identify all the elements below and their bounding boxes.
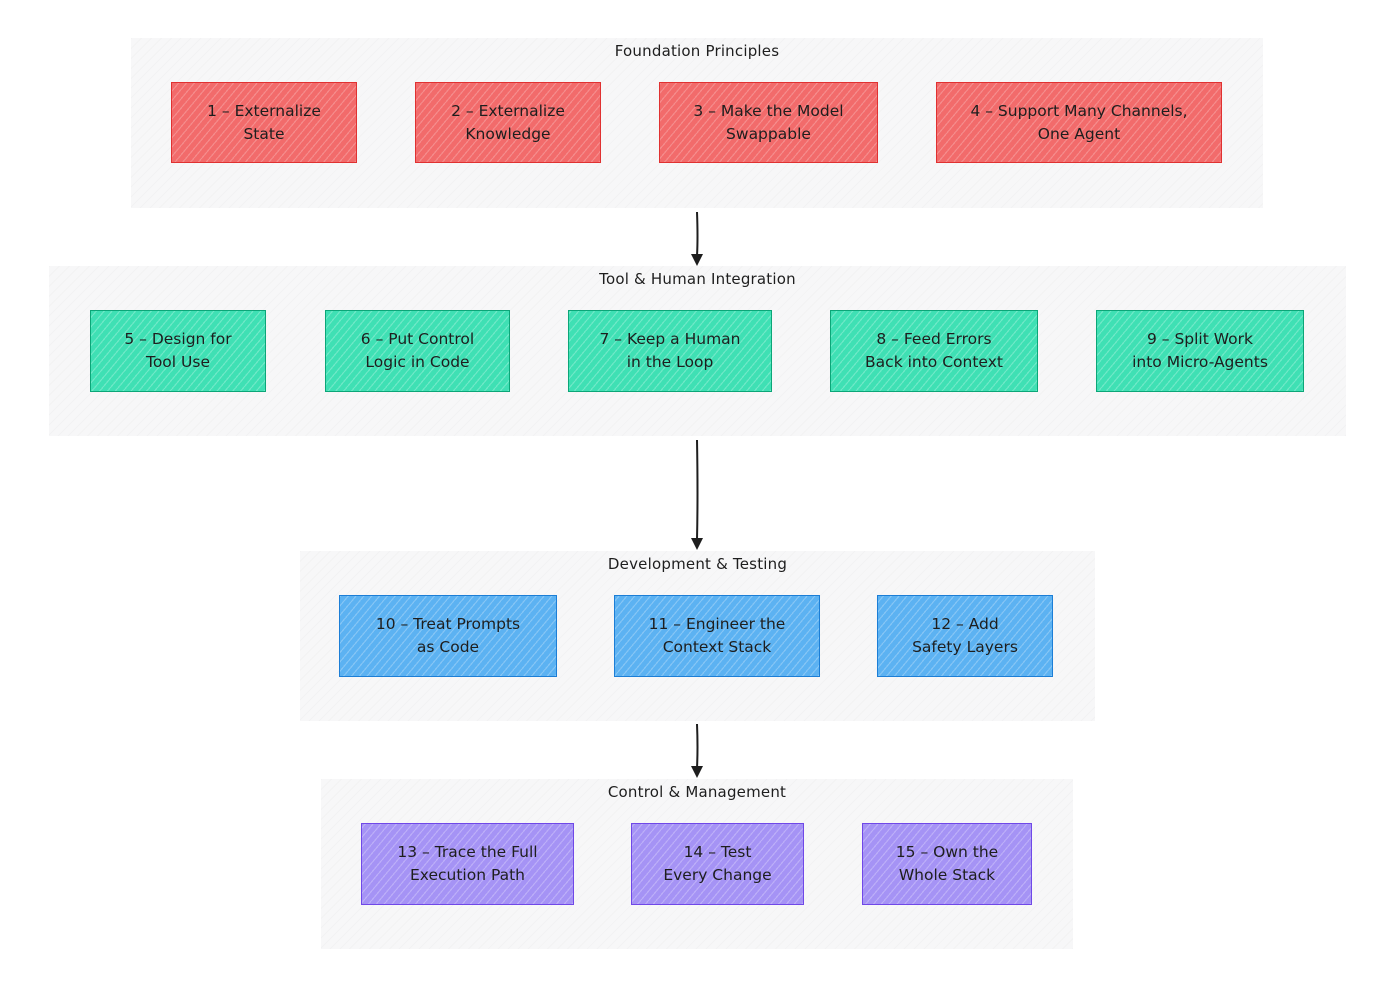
node-add-safety-layers: 12 – Add Safety Layers	[877, 595, 1053, 677]
node-design-for-tool-use: 5 – Design for Tool Use	[90, 310, 266, 392]
node-treat-prompts-as-code: 10 – Treat Prompts as Code	[339, 595, 557, 677]
node-trace-full-execution-path: 13 – Trace the Full Execution Path	[361, 823, 574, 905]
group-title: Tool & Human Integration	[599, 270, 796, 288]
node-split-work-micro-agents: 9 – Split Work into Micro-Agents	[1096, 310, 1304, 392]
node-support-many-channels: 4 – Support Many Channels, One Agent	[936, 82, 1222, 163]
node-externalize-knowledge: 2 – Externalize Knowledge	[415, 82, 601, 163]
group-development-testing: Development & Testing	[300, 551, 1095, 721]
node-make-model-swappable: 3 – Make the Model Swappable	[659, 82, 878, 163]
node-externalize-state: 1 – Externalize State	[171, 82, 357, 163]
group-title: Control & Management	[607, 783, 787, 801]
node-keep-human-in-loop: 7 – Keep a Human in the Loop	[568, 310, 772, 392]
node-own-whole-stack: 15 – Own the Whole Stack	[862, 823, 1032, 905]
arrow-development-to-control	[691, 723, 703, 778]
group-title: Development & Testing	[607, 555, 788, 573]
group-title: Foundation Principles	[614, 42, 780, 60]
node-test-every-change: 14 – Test Every Change	[631, 823, 804, 905]
node-feed-errors-back: 8 – Feed Errors Back into Context	[830, 310, 1038, 392]
node-engineer-context-stack: 11 – Engineer the Context Stack	[614, 595, 820, 677]
node-put-control-logic-in-code: 6 – Put Control Logic in Code	[325, 310, 510, 392]
arrow-integration-to-development	[691, 439, 703, 550]
arrow-foundation-to-integration	[691, 211, 703, 266]
